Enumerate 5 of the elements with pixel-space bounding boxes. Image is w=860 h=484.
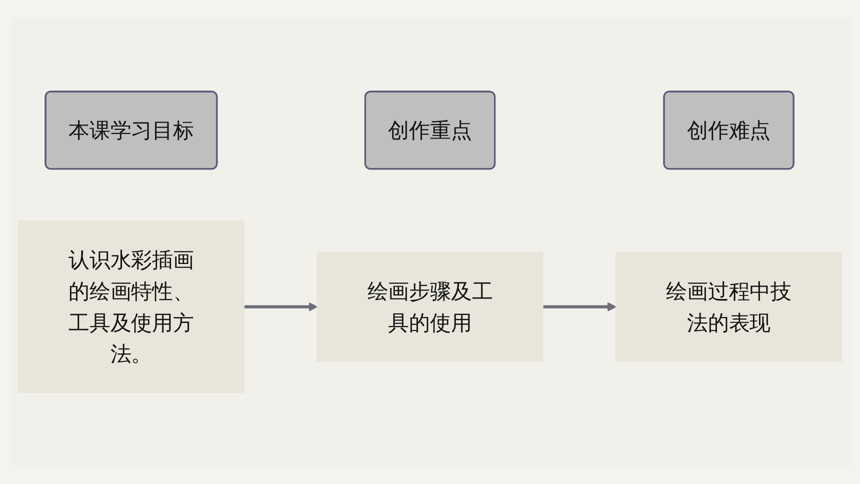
arrow xyxy=(542,302,616,312)
node-box: 认识水彩插画的绘画特性、工具及使用方法。 xyxy=(18,220,245,393)
node-box: 绘画过程中技法的表现 xyxy=(615,252,842,362)
node-box: 绘画步骤及工具的使用 xyxy=(316,252,544,362)
arrow xyxy=(244,302,318,312)
